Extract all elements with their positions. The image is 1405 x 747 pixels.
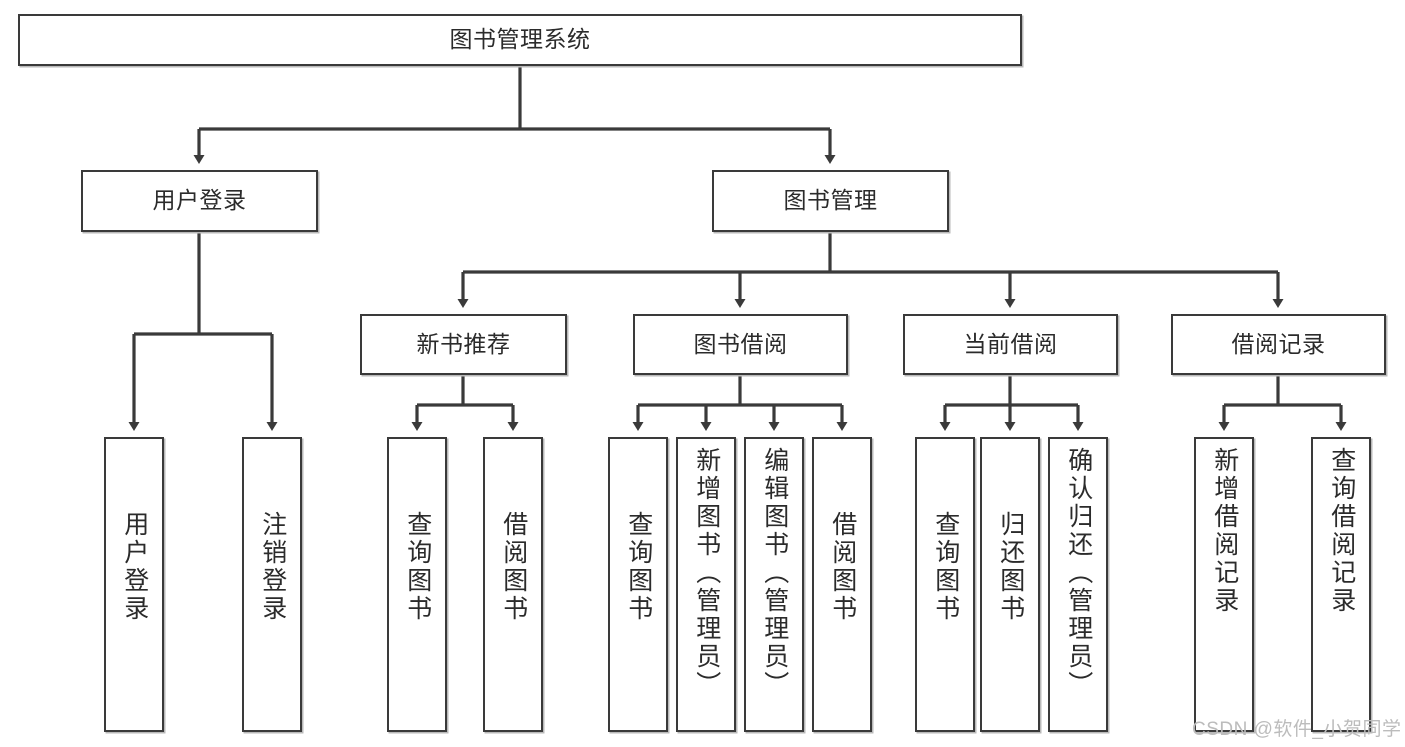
node-current-borrow[interactable]: 当前借阅 <box>903 314 1118 375</box>
node-current-borrow-label: 当前借阅 <box>963 330 1058 357</box>
leaf-logout[interactable]: 注销登录 <box>242 437 302 732</box>
node-new-book-recommend-label: 新书推荐 <box>416 330 511 357</box>
node-borrow-record-label: 借阅记录 <box>1231 330 1326 357</box>
leaf-query-borrow-record[interactable]: 查询借阅记录 <box>1311 437 1371 732</box>
leaf-query-book-1-label: 查询图书 <box>403 511 432 623</box>
watermark: CSDN @软件_小贺同学 <box>1192 719 1402 740</box>
leaf-add-book-label: 新增图书（管理员） <box>692 447 721 699</box>
leaf-confirm-return[interactable]: 确认归还（管理员） <box>1048 437 1108 732</box>
leaf-query-book-3[interactable]: 查询图书 <box>915 437 975 732</box>
leaf-user-login-label: 用户登录 <box>120 511 149 623</box>
node-root[interactable]: 图书管理系统 <box>18 14 1022 66</box>
leaf-borrow-book-2-label: 借阅图书 <box>828 511 857 623</box>
leaf-confirm-return-label: 确认归还（管理员） <box>1064 447 1093 699</box>
node-book-manage-label: 图书管理 <box>783 187 878 214</box>
leaf-query-book-1[interactable]: 查询图书 <box>387 437 447 732</box>
leaf-return-book[interactable]: 归还图书 <box>980 437 1040 732</box>
leaf-query-borrow-record-label: 查询借阅记录 <box>1327 447 1356 615</box>
leaf-query-book-2[interactable]: 查询图书 <box>608 437 668 732</box>
node-user-login-label: 用户登录 <box>152 187 247 214</box>
leaf-borrow-book-1[interactable]: 借阅图书 <box>483 437 543 732</box>
node-user-login[interactable]: 用户登录 <box>81 170 318 232</box>
leaf-borrow-book-1-label: 借阅图书 <box>499 511 528 623</box>
node-book-manage[interactable]: 图书管理 <box>712 170 949 232</box>
node-book-borrow[interactable]: 图书借阅 <box>633 314 848 375</box>
leaf-return-book-label: 归还图书 <box>996 511 1025 623</box>
node-borrow-record[interactable]: 借阅记录 <box>1171 314 1386 375</box>
leaf-user-login[interactable]: 用户登录 <box>104 437 164 732</box>
node-root-label: 图书管理系统 <box>449 26 591 53</box>
leaf-query-book-3-label: 查询图书 <box>931 511 960 623</box>
leaf-edit-book[interactable]: 编辑图书（管理员） <box>744 437 804 732</box>
leaf-query-book-2-label: 查询图书 <box>624 511 653 623</box>
leaf-borrow-book-2[interactable]: 借阅图书 <box>812 437 872 732</box>
leaf-add-borrow-record[interactable]: 新增借阅记录 <box>1194 437 1254 732</box>
node-book-borrow-label: 图书借阅 <box>693 330 788 357</box>
leaf-add-borrow-record-label: 新增借阅记录 <box>1210 447 1239 615</box>
node-new-book-recommend[interactable]: 新书推荐 <box>360 314 567 375</box>
leaf-add-book[interactable]: 新增图书（管理员） <box>676 437 736 732</box>
leaf-logout-label: 注销登录 <box>258 511 287 623</box>
leaf-edit-book-label: 编辑图书（管理员） <box>760 447 789 699</box>
